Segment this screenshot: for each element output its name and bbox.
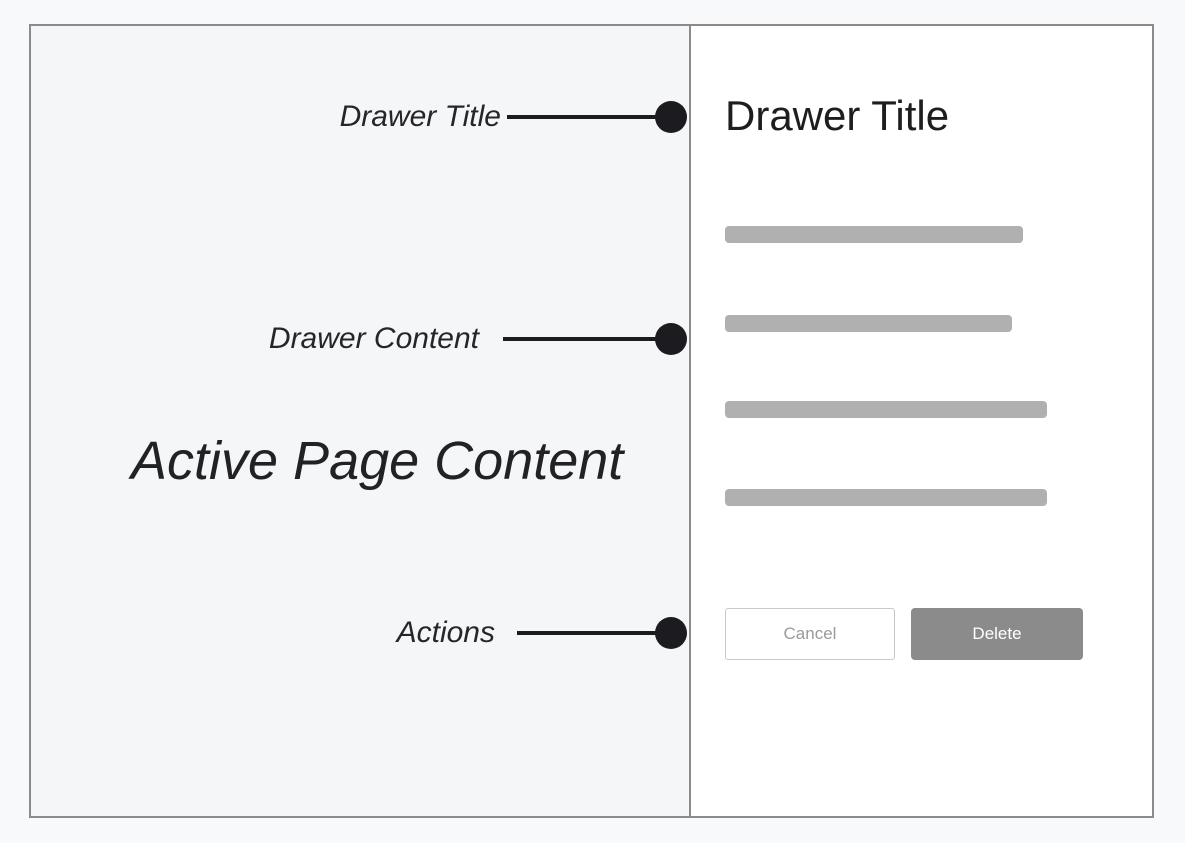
drawer-panel: Drawer Title Cancel Delete: [689, 26, 1152, 816]
annotation-connector-line: [503, 337, 657, 341]
annotation-connector-dot: [655, 101, 687, 133]
annotation-drawer-title: Drawer Title: [340, 99, 687, 135]
drawer-title: Drawer Title: [725, 92, 950, 139]
annotation-connector-line: [507, 115, 657, 119]
annotation-actions: Actions: [397, 615, 687, 651]
annotation-connector-dot: [655, 617, 687, 649]
annotation-label-drawer-title: Drawer Title: [339, 100, 501, 133]
annotation-label-actions: Actions: [396, 616, 495, 649]
delete-button[interactable]: Delete: [911, 608, 1083, 660]
annotation-drawer-content: Drawer Content: [269, 321, 687, 357]
annotation-connector-dot: [655, 323, 687, 355]
content-placeholder-bar: [725, 315, 1012, 332]
wireframe-frame: Drawer Title Drawer Content Actions Acti…: [29, 24, 1154, 818]
annotation-connector-line: [517, 631, 657, 635]
annotation-label-drawer-content: Drawer Content: [268, 322, 479, 355]
content-placeholder-bar: [725, 401, 1047, 418]
drawer-actions-row: Cancel Delete: [725, 608, 1083, 660]
active-page-panel: Drawer Title Drawer Content Actions Acti…: [31, 26, 689, 816]
cancel-button[interactable]: Cancel: [725, 608, 895, 660]
content-placeholder-bar: [725, 489, 1047, 506]
content-placeholder-bar: [725, 226, 1023, 243]
active-page-content-label: Active Page Content: [131, 431, 624, 491]
